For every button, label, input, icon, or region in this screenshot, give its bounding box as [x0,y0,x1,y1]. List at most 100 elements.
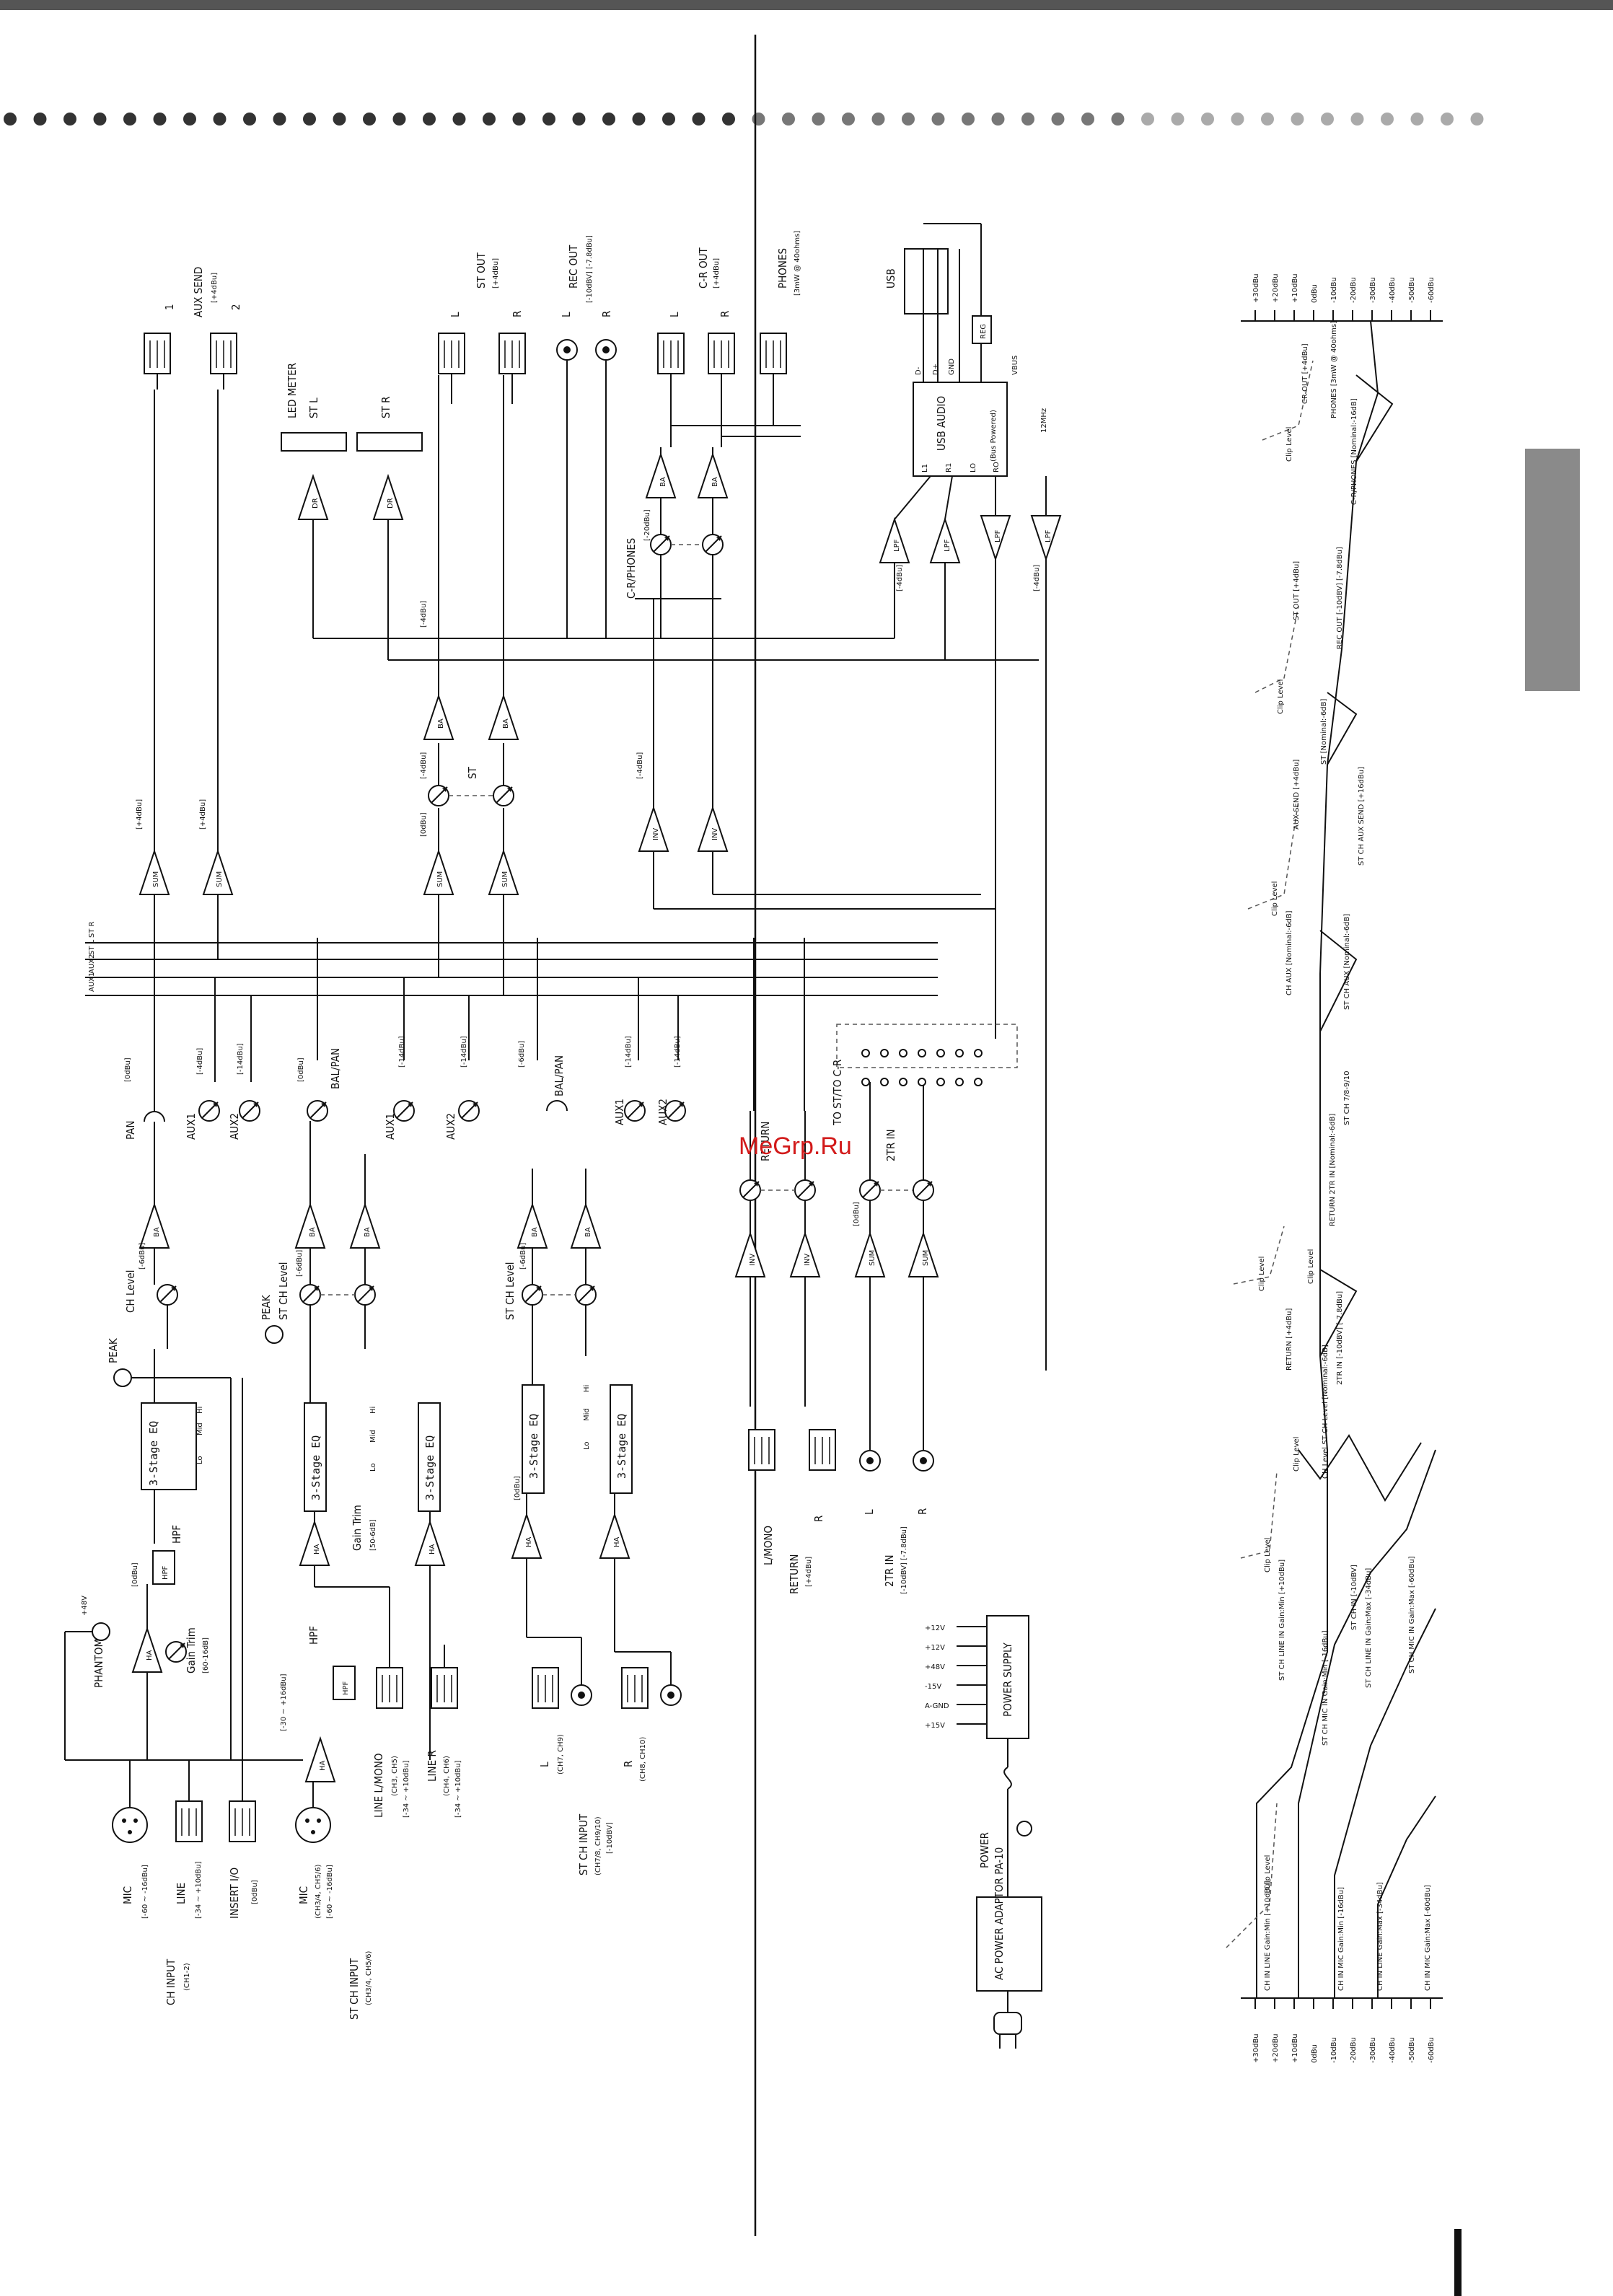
dot [4,113,17,126]
clock-label: 12MHz [1040,408,1048,433]
cr-level: [-20dBu] [643,509,651,541]
st2-ch-level-db: [-6dBu] [519,1243,527,1270]
cr-phones-knob-label: C-R/PHONES [625,538,638,599]
ch-mic-range: [-60 ~ -16dBu] [141,1865,149,1919]
level-st-ba: [-4dBu] [420,601,428,628]
st1-input-label: ST CH INPUT [348,1958,361,2020]
dot [363,113,376,126]
vbus-label: VBUS [1011,356,1019,375]
dot [1381,113,1394,126]
aux-send-2: 2 [229,304,242,310]
psu-rail-label: +12V [925,1644,945,1652]
dot [1470,113,1484,126]
psu-rail-label: +12V [925,1624,945,1632]
st2-aux-level: [-14dBu] [625,1036,633,1068]
st2-l-sub: (CH7, CH9) [557,1734,565,1774]
inv-r-label: INV [711,828,719,840]
st1-gain-range: [50-6dB] [369,1519,377,1551]
st2-ha-level: [0dBu] [514,1476,522,1500]
plus48-label: +48V [81,1596,89,1616]
scale-label-bottom: +30dBu [1252,2033,1260,2063]
st2-aux-level2: [-14dBu] [674,1036,682,1068]
tr-sum-l: SUM [869,1250,876,1266]
st1-eq-l: 3-Stage EQ [309,1435,322,1500]
st-out-title: ST OUT [475,252,488,289]
scale-label-top: -30dBu [1369,277,1377,303]
scale-label-top: +10dBu [1291,273,1299,303]
d-plus-label: D+ [932,364,940,375]
usb-audio-section: USB AUDIO (Bus Powered) USB REG VBUS GND… [879,223,1062,1371]
scale-label-bottom: -10dBu [1330,2037,1338,2063]
dot [572,113,586,126]
level-label: RETURN 2TR IN [Nominal:-6dB] [1329,1114,1337,1226]
sum-aux1-label: SUM [152,871,160,887]
cr-out-r: R [718,311,731,317]
switch-contact [899,1049,907,1057]
ch-ba-label: BA [153,1227,161,1237]
return-knob-label: RETURN [759,1122,772,1162]
scale-label-top: -10dBu [1330,277,1338,303]
ch-aux1-label: AUX1 [185,1113,198,1140]
led-meter-st-r: ST R [379,397,392,418]
st2-l: L [538,1761,551,1767]
st-out-level: [+4dBu] [492,258,500,289]
usb-pin-l1: L1 [921,464,929,472]
mix-buses: ST R ST L AUX2 AUX1 [85,921,938,1161]
st1-ha-r: HA [428,1544,436,1554]
dot [333,113,346,126]
return-l-mono: L/MONO [762,1526,775,1565]
level-label: C-R/PHONES [Nominal:-16dB] [1350,398,1358,505]
level-st-pan: [-4dBu] [420,752,428,779]
lpf-level-1: [-4dBu] [896,565,904,591]
clip-level-label: Clip Level [1264,1538,1272,1573]
scale-label-top: -40dBu [1389,277,1397,303]
st1-input-sub: (CH3/4, CH5/6) [365,1951,373,2005]
switch-contact [880,1078,889,1086]
tr-sum-r: SUM [922,1250,930,1266]
led-meter-st-l: ST L [307,397,320,418]
switch-contact [918,1049,926,1057]
line-r-sub: (CH4, CH6) [443,1756,451,1796]
watermark: MeGrp.Ru [739,1132,852,1160]
scale-label-bottom: 0dBu [1311,2044,1319,2063]
st1-bal-pan: BAL/PAN [329,1048,342,1089]
st2-bal-level: [-6dBu] [518,1041,526,1068]
phones-spec: [3mW @ 40ohms] [794,231,801,296]
lpf-1-label: LPF [893,539,901,552]
dot [752,113,765,126]
hpf-level: [0dBu] [131,1562,139,1587]
level-label: ST CH MIC IN Gain:Min [-16dBu] [1322,1630,1329,1746]
clip-level-label: Clip Level [1277,679,1285,714]
dot [1141,113,1154,126]
st2-input-level: [-10dBV] [606,1822,614,1854]
st1-ch-level-db: [-6dBu] [296,1250,304,1277]
pan-level: [0dBu] [124,1057,132,1082]
dot [63,113,76,126]
psu-rail-label: +15V [925,1722,945,1730]
ch-aux-level: [-4dBu] [196,1048,204,1075]
level-sum-aux2: [+4dBu] [199,799,207,830]
dot [243,113,256,126]
dot [692,113,706,126]
lpf-4-label: LPF [1045,529,1052,542]
sum-aux2-label: SUM [216,871,224,887]
usb-pin-lo: LO [970,463,977,472]
dot [871,113,885,126]
usb-pin-r1: R1 [945,463,953,472]
dot [1291,113,1304,126]
level-label: CH AUX [Nominal:-6dB] [1285,910,1293,995]
level-label: ST CH AUX SEND [+16dBu] [1358,767,1366,866]
dot [183,113,196,126]
switch-contact [880,1049,889,1057]
pan-label: PAN [124,1121,137,1140]
level-label: CH IN MIC Gain:Max [-60dBu] [1424,1885,1432,1991]
st2-ch-level: ST CH Level [504,1262,517,1320]
clip-level-label: Clip Level [1293,1437,1301,1472]
ch-level-label: CH Level [124,1270,137,1313]
level-label: CH IN LINE Gain:Min [+10dBu] [1264,1881,1272,1991]
output-jacks: AUX SEND [+4dBu] 1 2 ST OUT [+4dBu] L R … [144,231,801,638]
ch-eq-mid: Mid [196,1422,204,1435]
hpf-label-1: HPF [170,1525,183,1544]
dot [722,113,735,126]
cr-phones-section: BA BA C-R/PHONES [-20dBu] INV INV [-4dBu… [625,447,996,910]
